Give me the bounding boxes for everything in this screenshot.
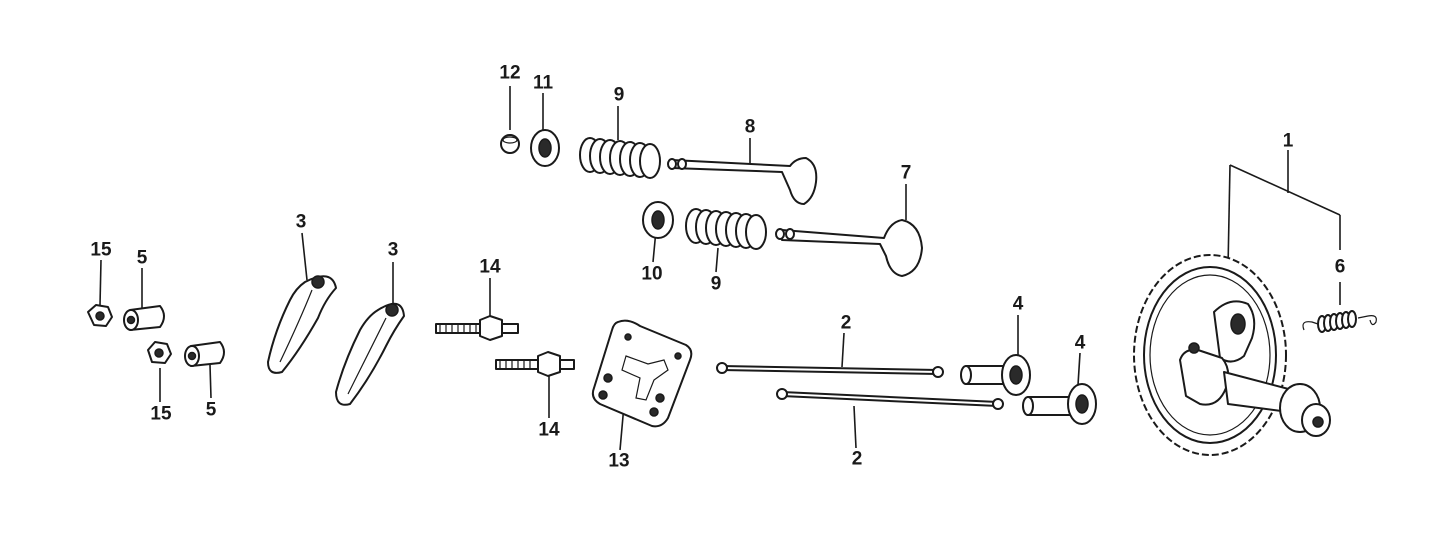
tappet-4-lower	[1022, 383, 1097, 425]
nut-15-lower	[147, 341, 172, 364]
rocker-arm-3-right	[335, 302, 405, 406]
callout-3-left: 3	[295, 211, 307, 233]
leader-lines	[99, 86, 1341, 451]
callout-11: 11	[532, 72, 554, 94]
valve-7	[775, 219, 923, 277]
callout-9-lower: 9	[710, 273, 722, 295]
callout-14-lower: 14	[538, 419, 560, 441]
callout-8: 8	[744, 116, 756, 138]
callout-4-lower: 4	[1074, 332, 1086, 354]
callout-3-right: 3	[387, 239, 399, 261]
callout-15-upper: 15	[90, 239, 112, 261]
callout-4-upper: 4	[1012, 293, 1024, 315]
callout-1: 1	[1282, 130, 1294, 152]
adjuster-5-lower	[184, 341, 225, 367]
callout-5-upper: 5	[136, 247, 148, 269]
callout-14-upper: 14	[479, 256, 501, 278]
callout-10: 10	[641, 263, 663, 285]
retainer-10	[642, 201, 674, 239]
callout-9-upper: 9	[613, 84, 625, 106]
valve-8	[667, 157, 818, 205]
callout-13: 13	[608, 450, 630, 472]
rocker-arm-3-left	[267, 275, 337, 374]
valve-spring-9-upper	[579, 137, 661, 179]
callout-5-lower: 5	[205, 399, 217, 421]
callout-2-upper: 2	[840, 312, 852, 334]
push-rod-2-upper	[716, 362, 944, 378]
callout-6: 6	[1334, 256, 1346, 278]
guide-plate-13	[591, 319, 693, 428]
callout-12: 12	[499, 62, 521, 84]
callout-7: 7	[900, 162, 912, 184]
valve-cap-12	[500, 134, 520, 154]
adjuster-5-upper	[123, 305, 165, 331]
valve-spring-9-lower	[685, 208, 767, 250]
stud-14-lower	[495, 351, 575, 377]
push-rod-2-lower	[776, 388, 1004, 410]
callout-15-lower: 15	[150, 403, 172, 425]
camshaft-gear-1	[1133, 254, 1331, 456]
stud-14-upper	[435, 315, 519, 341]
nut-15-upper	[87, 304, 113, 327]
tappet-4-upper	[960, 354, 1031, 396]
callout-2-lower: 2	[851, 448, 863, 470]
retainer-11	[530, 129, 560, 167]
spring-6	[1302, 310, 1377, 333]
